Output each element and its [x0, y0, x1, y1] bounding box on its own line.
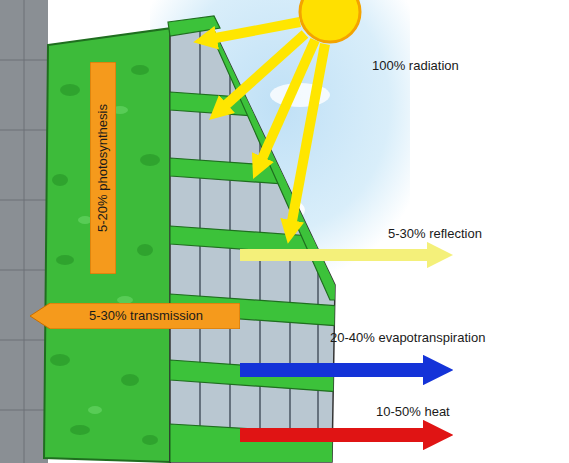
arrow-text: 5-30% transmission — [89, 308, 203, 324]
flow-label: 10-50% heat — [376, 404, 450, 420]
flow-label: 20-40% evapotranspiration — [330, 330, 485, 346]
flow-label: 5-30% reflection — [388, 226, 482, 242]
energy-arrow: 5-30% transmission — [30, 303, 240, 329]
flow-label: 100% radiation — [372, 58, 459, 74]
arrow-text: 5-20% photosynthesis — [95, 104, 111, 232]
arrow-body — [90, 62, 116, 274]
arrow-body — [30, 303, 240, 329]
energy-arrow: 5-20% photosynthesis — [90, 62, 116, 274]
